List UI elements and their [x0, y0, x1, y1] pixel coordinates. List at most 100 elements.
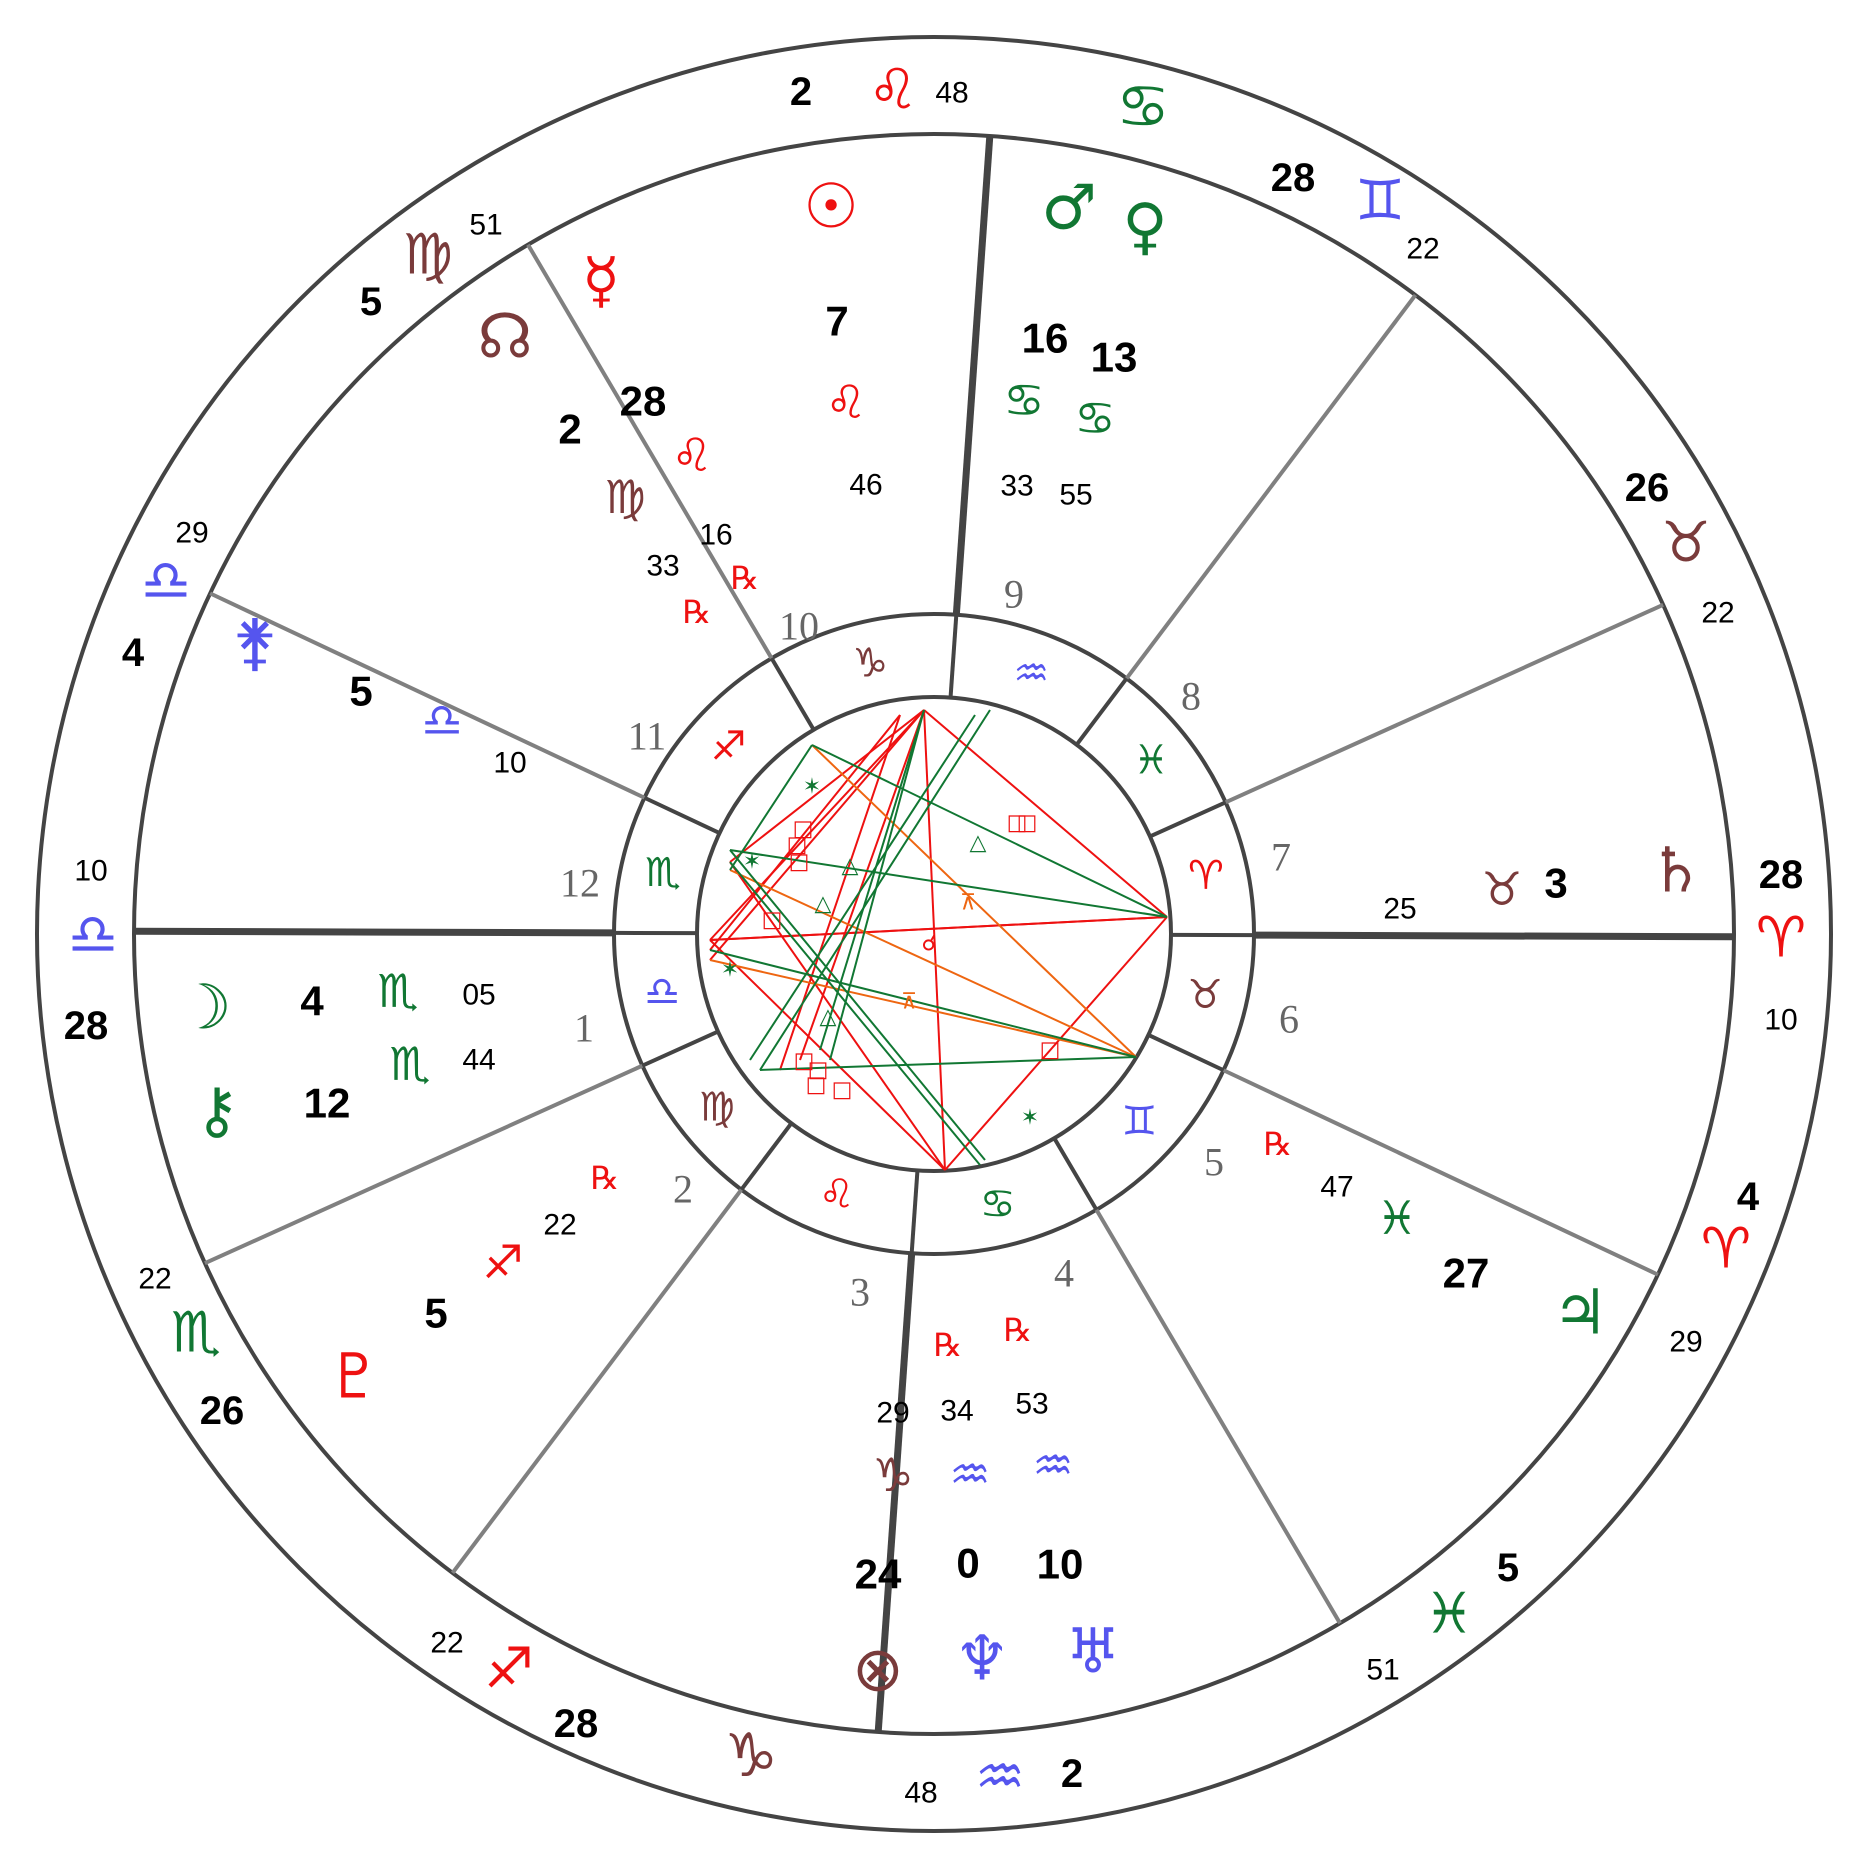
aspect-line-20 — [749, 714, 976, 1061]
planet-neptune-retrograde: ℞ — [934, 1326, 963, 1364]
house-cusp-line-6 — [1224, 602, 1664, 805]
house-sign-glyph-7: ♉ — [1187, 972, 1223, 1018]
aspect-line-22 — [759, 1056, 1137, 1071]
planet-mercury-sign: ♌ — [671, 428, 712, 482]
house-sign-glyph-11: ♍ — [699, 1085, 735, 1131]
outer-cusp-minute-1: 10 — [1764, 1004, 1797, 1037]
planet-uranus-degree: 10 — [1037, 1541, 1084, 1588]
intercepted-sign-2: ♑ — [724, 1721, 778, 1791]
aspect-line-5 — [799, 709, 925, 1061]
outer-cusp-degree-4: 2 — [790, 70, 812, 114]
aspect-line-11 — [709, 939, 946, 1171]
planet-sun-degree: 7 — [825, 298, 848, 345]
outer-cusp-minute-4: 48 — [935, 77, 968, 110]
aspect-glyph-conjunction-22: ☌ — [922, 932, 937, 957]
house-number-6: 6 — [1279, 997, 1299, 1042]
aspect-line-1 — [923, 709, 1168, 918]
planet-mercury-degree: 28 — [620, 378, 667, 425]
house-number-3: 3 — [850, 1270, 870, 1315]
house-sign-glyph-6: ♈ — [1188, 853, 1224, 899]
aspect-line-13 — [709, 916, 1168, 941]
zodiac-divider-3 — [769, 657, 816, 731]
zodiac-divider-6 — [1149, 800, 1227, 839]
planet-juno-degree: 5 — [349, 668, 372, 715]
aspect-line-15 — [709, 959, 1137, 1058]
planet-jupiter-minute: 47 — [1320, 1171, 1353, 1204]
outer-cusp-labels: 28♈1026♉2228♊222♌485♍514♎2928♎1026♏2228♐… — [64, 58, 1806, 1810]
house-cusp-line-4 — [952, 135, 994, 616]
house-number-11: 11 — [628, 714, 667, 759]
planet-chiron-icon: ⚷ — [194, 1074, 239, 1147]
planet-part-of-fortune-icon: ⊗ — [852, 1633, 904, 1706]
planet-uranus-retrograde: ℞ — [1004, 1311, 1033, 1349]
house-cusp-line-3 — [526, 243, 774, 660]
aspect-line-8 — [779, 714, 901, 1071]
outer-cusp-sign-11: ♓ — [1424, 1582, 1474, 1647]
planet-north-node-sign: ♍ — [604, 470, 645, 524]
planet-pluto-retrograde: ℞ — [591, 1159, 620, 1197]
aspect-glyph-square-1: □ — [1017, 811, 1038, 836]
planet-moon-minute: 05 — [462, 979, 495, 1012]
planet-jupiter-retrograde: ℞ — [1264, 1125, 1293, 1163]
outer-cusp-degree-6: 4 — [122, 631, 145, 675]
zodiac-dividers — [613, 614, 1255, 1254]
planet-sun-minute: 46 — [849, 469, 882, 502]
house-cusp-line-12 — [204, 1063, 644, 1266]
aspect-line-2 — [729, 709, 925, 863]
outer-cusp-minute-9: 22 — [430, 1627, 463, 1660]
house-cusp-line-1 — [133, 927, 615, 937]
aspect-glyph-sextile-21: ✶ — [1021, 1106, 1039, 1131]
outer-cusp-sign-1: ♈ — [1756, 906, 1806, 971]
outer-cusp-degree-12: 4 — [1737, 1175, 1760, 1219]
house-number-7: 7 — [1271, 835, 1291, 880]
house-sign-glyphs: ♏♐♑♒♓♈♉♊♋♌♍♎ — [644, 640, 1224, 1227]
house-cusp-line-11 — [450, 1188, 744, 1575]
aspect-glyph-trine-12: △ — [970, 831, 987, 856]
planet-labels: ☉7♌46☿28♌16℞☊2♍33℞♂16♋33♀13♋55⚵5♎10♄3♉25… — [176, 170, 1704, 1706]
outer-cusp-sign-6: ♎ — [141, 549, 191, 614]
zodiac-divider-2 — [643, 795, 721, 835]
planet-neptune-sign: ♒ — [949, 1447, 990, 1501]
outer-cusp-minute-10: 48 — [904, 1777, 937, 1810]
planet-north-node-degree: 2 — [558, 406, 581, 453]
zodiac-divider-10 — [909, 1170, 920, 1254]
planet-part-of-fortune-minute: 29 — [876, 1397, 909, 1430]
outer-cusp-minute-12: 29 — [1669, 1326, 1702, 1359]
house-sign-glyph-5: ♓ — [1133, 737, 1169, 783]
aspect-line-18 — [811, 744, 1168, 918]
planet-part-of-fortune-sign: ♑ — [872, 1448, 913, 1502]
outer-cusp-degree-3: 28 — [1271, 156, 1316, 200]
planet-pluto-icon: ♇ — [326, 1340, 382, 1413]
planet-north-node-retrograde: ℞ — [683, 593, 712, 631]
zodiac-divider-9 — [1052, 1137, 1099, 1211]
intercepted-sign-1: ♋ — [1116, 72, 1170, 142]
planet-venus-sign: ♋ — [1074, 391, 1115, 445]
planet-mars-sign: ♋ — [1003, 373, 1044, 427]
house-sign-glyph-12: ♎ — [644, 969, 680, 1015]
aspect-glyph-trine-14: △ — [815, 892, 832, 917]
aspect-line-12 — [729, 861, 946, 1171]
outer-cusp-sign-12: ♈ — [1701, 1217, 1751, 1282]
planet-mercury-retrograde: ℞ — [731, 559, 760, 597]
outer-cusp-sign-3: ♊ — [1355, 169, 1405, 234]
planet-uranus-sign: ♒ — [1032, 1438, 1073, 1492]
aspect-line-16 — [811, 744, 1137, 1058]
outer-cusp-degree-10: 2 — [1061, 1752, 1083, 1796]
planet-pluto-sign: ♐ — [482, 1235, 523, 1289]
aspect-glyph-square-3: □ — [793, 817, 814, 842]
planet-mars-degree: 16 — [1022, 315, 1069, 362]
aspect-glyph-square-8: □ — [808, 1058, 829, 1083]
planet-jupiter-icon: ♃ — [1552, 1276, 1608, 1349]
planet-moon-icon: ☽ — [176, 971, 232, 1044]
aspect-glyph-trine-15: △ — [820, 1005, 837, 1030]
house-cusp-line-5 — [1124, 293, 1418, 680]
outer-cusp-minute-11: 51 — [1366, 1654, 1399, 1687]
zodiac-divider-4 — [948, 614, 959, 698]
outer-cusp-minute-6: 29 — [175, 517, 208, 550]
outer-cusp-degree-5: 5 — [360, 280, 382, 324]
house-number-4: 4 — [1054, 1251, 1074, 1296]
aspect-line-7 — [709, 714, 901, 951]
planet-juno-sign: ♎ — [421, 693, 462, 747]
aspect-glyph-sextile-19: ✶ — [743, 850, 761, 875]
outer-cusp-degree-1: 28 — [1759, 853, 1804, 897]
